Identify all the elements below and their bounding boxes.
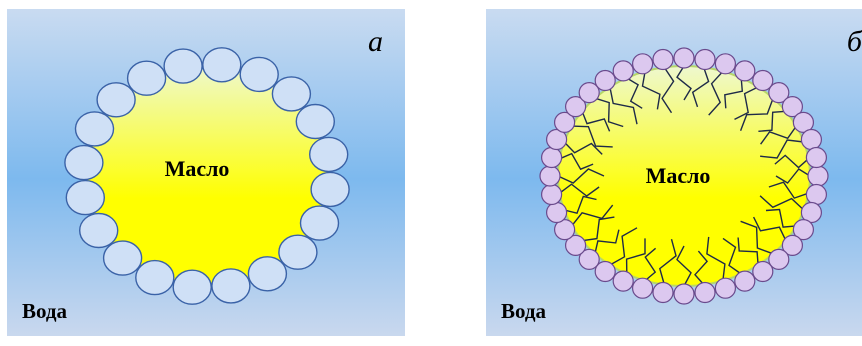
particle (136, 261, 174, 295)
surfactant-head (633, 54, 653, 74)
surfactant-head (542, 148, 562, 168)
surfactant-head (540, 166, 560, 186)
surfactant-head (674, 284, 694, 304)
surfactant-head (595, 71, 615, 91)
surfactant-head (735, 271, 755, 291)
surfactant-head (806, 185, 826, 205)
particle (128, 61, 166, 95)
particle (296, 105, 334, 139)
surfactant-head (695, 50, 715, 70)
surfactant-head (547, 203, 567, 223)
surfactant-head (753, 262, 773, 282)
water-label-a: Вода (22, 301, 67, 322)
particle (76, 112, 114, 146)
panel-b: б Масло Вода (486, 9, 862, 336)
water-label-b: Вода (501, 301, 546, 322)
oil-label-a: Масло (165, 158, 230, 180)
surfactant-head (653, 50, 673, 70)
particle (248, 257, 286, 291)
particle (203, 48, 241, 82)
particle (212, 269, 250, 303)
particle (279, 235, 317, 269)
panel-letter-a: а (368, 27, 383, 57)
particle (310, 137, 348, 171)
particle (104, 241, 142, 275)
surfactant-head (653, 283, 673, 303)
particle (173, 270, 211, 304)
surfactant-head (613, 61, 633, 81)
particle (164, 49, 202, 83)
oil-label-b: Масло (646, 165, 711, 187)
surfactant-head (674, 48, 694, 68)
surfactant-head (808, 166, 828, 186)
particle (240, 57, 278, 91)
particle (97, 83, 135, 117)
surfactant-head (633, 278, 653, 298)
surfactant-head (542, 185, 562, 205)
particle (80, 214, 118, 248)
particle (311, 172, 349, 206)
surfactant-head (735, 61, 755, 81)
particle (65, 146, 103, 180)
surfactant-head (715, 54, 735, 74)
surfactant-head (801, 130, 821, 150)
particle (301, 206, 339, 240)
surfactant-head (806, 148, 826, 168)
panel-a: а Масло Вода (7, 9, 405, 336)
surfactant-head (613, 271, 633, 291)
surfactant-head (715, 278, 735, 298)
particle (66, 181, 104, 215)
surfactant-head (695, 283, 715, 303)
particle (272, 77, 310, 111)
panel-letter-b: б (847, 27, 862, 57)
